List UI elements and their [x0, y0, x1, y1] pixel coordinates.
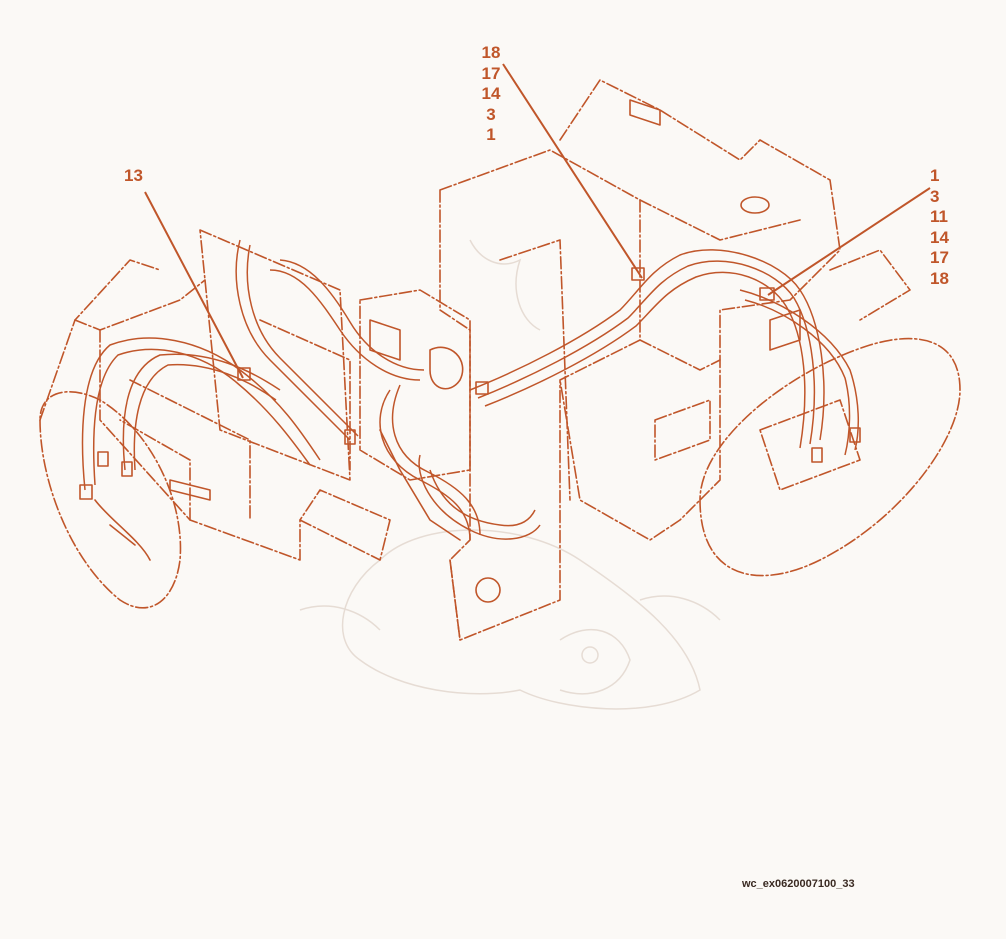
callout-label: 17	[930, 248, 949, 267]
left-drum	[39, 259, 206, 609]
figure-caption: wc_ex0620007100_33	[742, 878, 855, 890]
callout-label: 11	[930, 207, 948, 226]
callout-label: 1	[930, 166, 940, 185]
callout-label: 13	[124, 166, 143, 185]
leader-right-group	[767, 187, 931, 296]
callout-group-left: 13	[124, 166, 143, 187]
callout-label: 18	[930, 268, 949, 288]
callout-label: 14	[481, 84, 501, 103]
hose-fittings	[79, 267, 861, 500]
callout-label: 1	[486, 125, 496, 144]
callout-label: 17	[481, 63, 501, 83]
left-frame	[99, 229, 391, 561]
callout-label: 3	[930, 186, 940, 206]
leader-lines	[144, 63, 931, 379]
callout-group-right: 1 3 11 14 17 18	[930, 166, 949, 289]
leader-top-group	[502, 63, 643, 279]
center-tower	[439, 149, 641, 641]
callout-label: 3	[486, 104, 496, 124]
callout-label: 18	[481, 43, 501, 62]
watermark-mascot	[299, 239, 721, 710]
hose-bundle	[81, 239, 860, 541]
right-drum	[699, 249, 961, 577]
leader-13	[144, 191, 244, 379]
callout-label: 14	[930, 227, 949, 247]
callout-group-top: 18 17 14 3 1	[479, 43, 503, 146]
right-body	[559, 79, 841, 541]
